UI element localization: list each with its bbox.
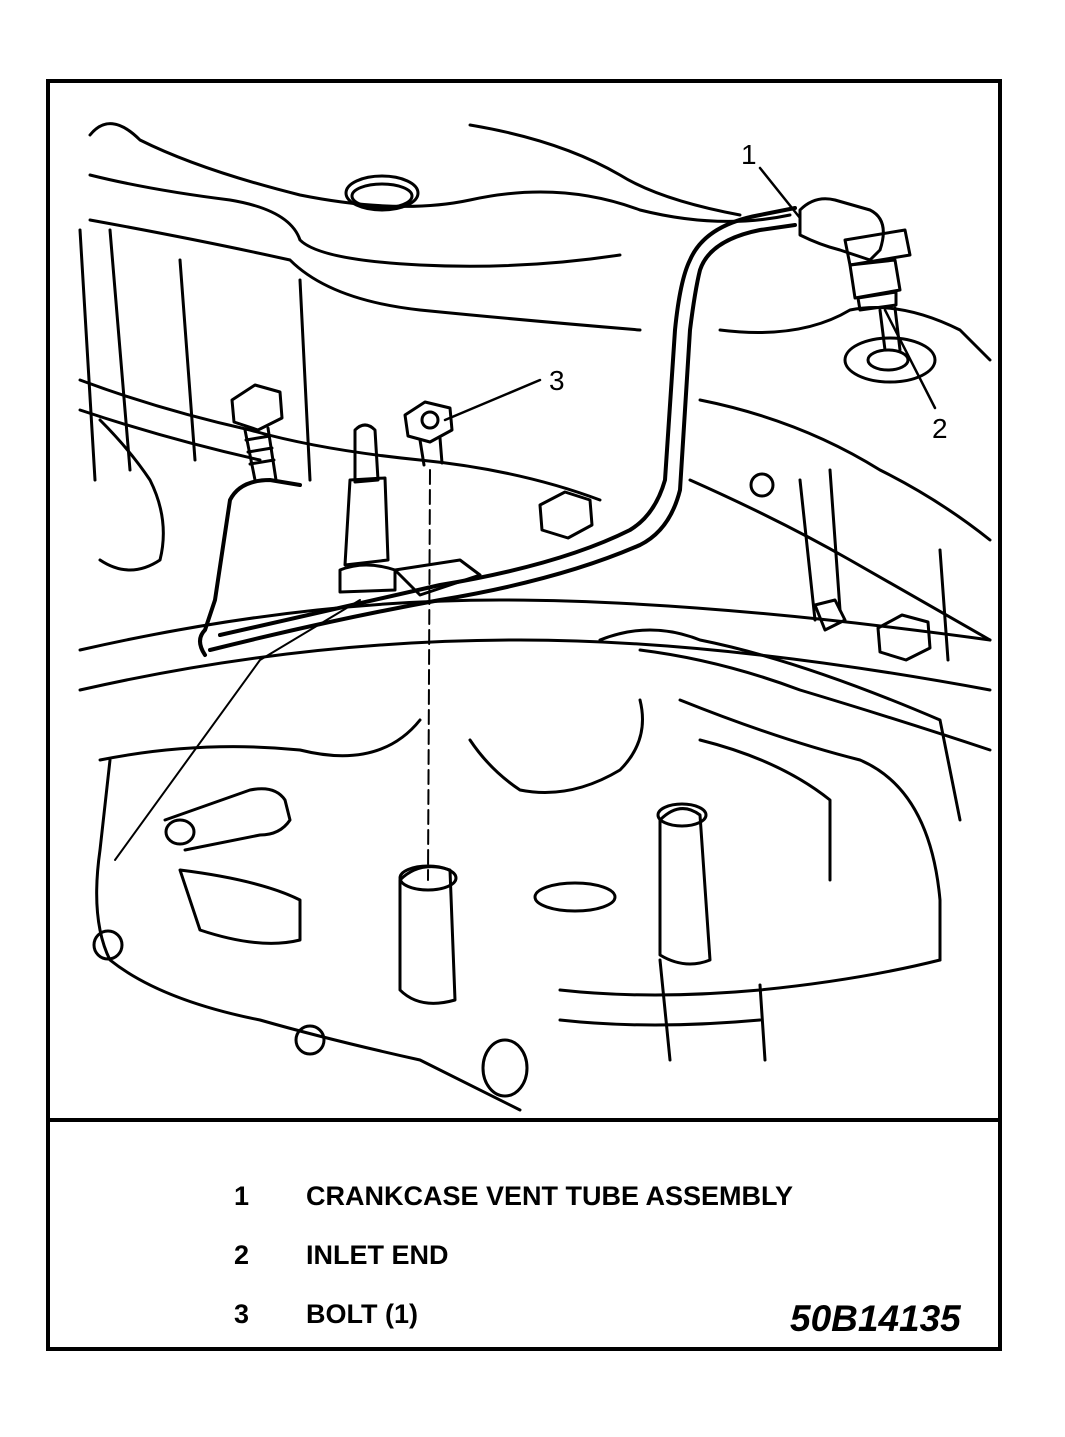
block-right-lower: [698, 398, 992, 542]
block-port-inner: [350, 182, 414, 210]
block-left-face-3: [78, 408, 262, 462]
callout-2: 2: [932, 413, 948, 444]
bolt-3-shank: [418, 436, 444, 467]
stud-base: [338, 563, 397, 594]
block-left-face: [78, 228, 312, 482]
pump-bolt-1: [92, 929, 124, 961]
oil-pan-side: [678, 698, 942, 962]
oval-port: [533, 881, 617, 913]
stud: [353, 423, 380, 484]
hose-lower: [468, 698, 644, 794]
bolt-left-head: [230, 383, 284, 432]
callout-1-leader: [758, 166, 802, 220]
inlet-stem: [878, 306, 902, 352]
boss-center: [398, 865, 457, 1005]
stud-body: [343, 476, 390, 567]
legend-label: CRANKCASE VENT TUBE ASSEMBLY: [306, 1181, 794, 1211]
pan-lower-edge: [558, 958, 942, 997]
callout-3-leader: [443, 378, 542, 422]
fitting-end: [164, 818, 196, 846]
engine-illustration: [78, 122, 992, 1112]
boss-center-top: [398, 864, 458, 892]
pump-housing-mid: [178, 868, 302, 945]
callout-2-leader: [883, 308, 937, 410]
legend-item: 2 INLET END: [234, 1240, 449, 1271]
pump-bolt-3: [481, 1038, 529, 1098]
block-left-face-2: [78, 378, 602, 502]
engine-block-edge: [468, 123, 742, 217]
callout-3: 3: [549, 365, 565, 396]
bolt-right-clip: [813, 598, 847, 632]
pan-rib: [658, 958, 767, 1062]
legend-number: 2: [234, 1240, 250, 1270]
inlet-boss-inner: [866, 348, 910, 372]
legend-number: 3: [234, 1299, 250, 1329]
inlet-nipple-2: [856, 290, 898, 312]
boss-right-top: [656, 802, 708, 828]
bolt-3-head-center: [420, 410, 440, 430]
pump-housing: [95, 758, 522, 1112]
oil-pan-side-2: [698, 738, 832, 882]
pan-lower-edge-2: [558, 1018, 762, 1027]
inlet-nut: [843, 228, 912, 267]
legend-label: BOLT (1): [306, 1299, 418, 1329]
engine-block-ridge: [88, 173, 622, 268]
engine-block-outline: [88, 122, 792, 223]
callout-1: 1: [741, 139, 757, 170]
pump-housing-top: [98, 718, 422, 762]
inlet-boss: [843, 336, 937, 384]
tube-bracket: [393, 558, 482, 597]
flange-line-2: [78, 638, 992, 692]
engine-block-ridge-2: [88, 218, 642, 332]
vent-tube-run-inner: [218, 206, 797, 637]
block-lower-left: [98, 418, 165, 572]
bolt-3-centerline: [427, 469, 431, 881]
legend-label: INLET END: [306, 1240, 449, 1270]
legend-item: 3 BOLT (1): [234, 1299, 418, 1330]
legend-item: 1 CRANKCASE VENT TUBE ASSEMBLY: [234, 1181, 793, 1212]
legend-divider: [46, 1118, 1002, 1122]
flange-line-1: [78, 598, 992, 652]
bolt-right-head: [876, 613, 932, 662]
fitting-pipe: [163, 787, 292, 852]
boss-right: [658, 807, 712, 966]
vent-tube: [198, 478, 302, 657]
block-right-face: [718, 306, 992, 362]
block-rib-right: [798, 468, 950, 662]
figure-id: 50B14135: [790, 1298, 961, 1339]
bolt-3-head: [403, 400, 454, 444]
bolt-hole-right: [749, 472, 775, 498]
leader-diagonal: [114, 599, 361, 861]
pump-bolt-2: [294, 1024, 326, 1056]
legend-number: 1: [234, 1181, 250, 1211]
bolt-mid-head: [538, 490, 594, 540]
flange-line-3: [638, 648, 992, 752]
inlet-elbow: [798, 197, 885, 262]
inlet-nipple: [848, 258, 902, 300]
vent-tube-run: [208, 223, 797, 652]
figure-frame: [46, 79, 1002, 1351]
block-port: [344, 174, 420, 212]
flange-line-4: [598, 628, 962, 822]
bolt-left-threads: [244, 434, 276, 466]
